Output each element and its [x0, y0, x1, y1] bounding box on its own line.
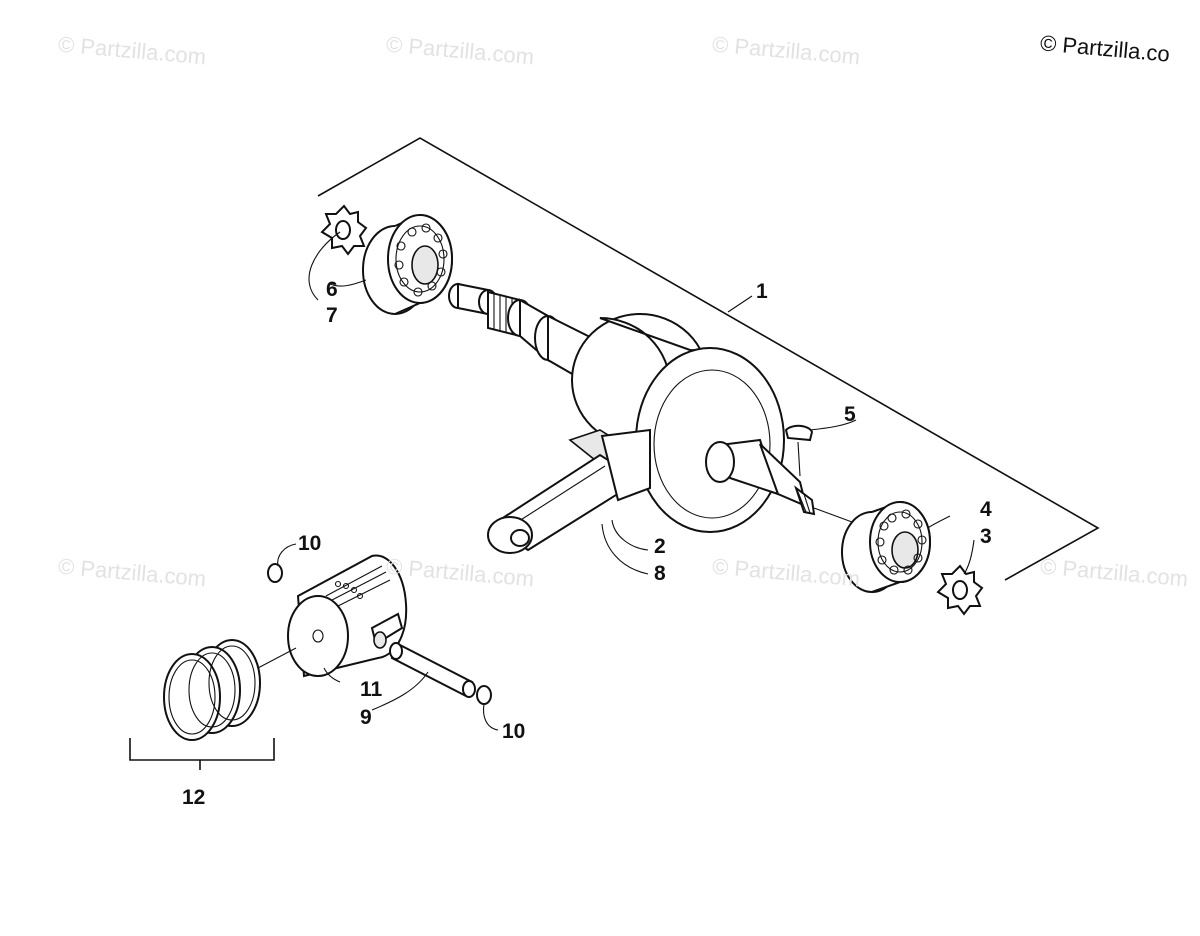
crankshaft-assembly: [448, 282, 853, 554]
leader-lines: [277, 231, 975, 731]
callout-8: 8: [654, 562, 666, 585]
callout-10-upper: 10: [298, 532, 321, 555]
callout-4: 4: [980, 498, 992, 521]
right-bearing: [841, 500, 932, 593]
pin-clip-lower: [476, 685, 492, 705]
right-circlip: [936, 564, 984, 616]
piston-ring-set: [129, 639, 297, 770]
callout-5: 5: [844, 403, 856, 426]
pin-clip-upper: [267, 563, 283, 583]
left-bearing: [362, 213, 454, 315]
callout-11: 11: [360, 678, 383, 701]
left-circlip: [320, 204, 368, 256]
callout-2: 2: [654, 535, 666, 558]
assembly-bracket: [317, 137, 1100, 581]
callout-12: 12: [182, 786, 205, 809]
callout-7: 7: [326, 304, 338, 327]
callout-1: 1: [756, 280, 768, 303]
woodruff-key: [784, 424, 814, 477]
callout-9: 9: [360, 706, 372, 729]
callout-10-lower: 10: [502, 720, 525, 743]
callout-6: 6: [326, 278, 338, 301]
piston: [287, 554, 408, 678]
callout-3: 3: [980, 525, 992, 548]
wrist-pin: [389, 642, 476, 698]
